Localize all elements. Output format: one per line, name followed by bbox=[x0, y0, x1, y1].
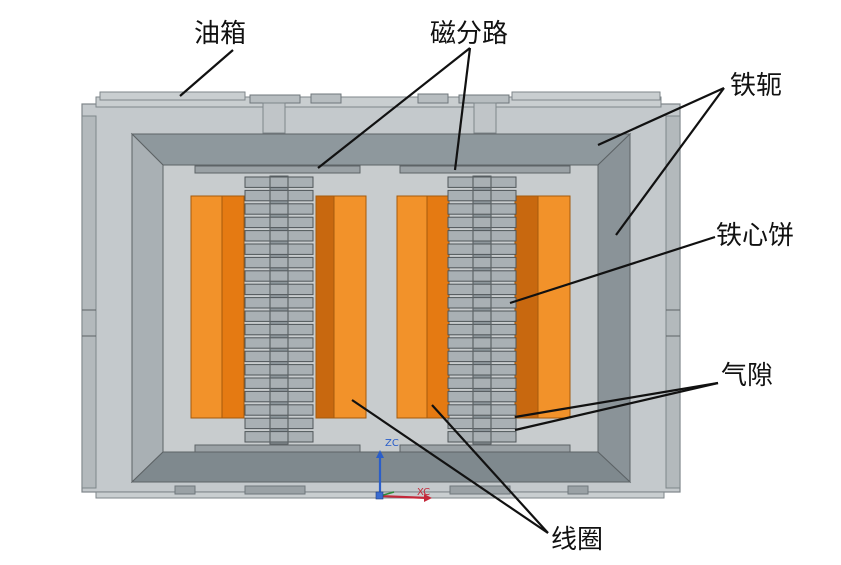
leader-yoke-top bbox=[597, 86, 725, 147]
core-cake bbox=[244, 256, 314, 269]
magnetic-shunt-plates bbox=[194, 165, 571, 453]
core-cake bbox=[244, 350, 314, 363]
core-cake bbox=[244, 297, 314, 309]
leader-lines bbox=[179, 47, 725, 534]
left-core-column bbox=[244, 175, 314, 445]
leader-gap-2 bbox=[514, 381, 719, 432]
core-cake bbox=[244, 176, 314, 188]
label-tank: 油箱 bbox=[194, 19, 246, 49]
core-cake bbox=[447, 270, 517, 282]
core-cake bbox=[447, 310, 517, 322]
core-spine bbox=[472, 175, 492, 445]
core-cake bbox=[447, 256, 517, 269]
core-cake bbox=[447, 243, 517, 255]
core-cake bbox=[447, 323, 517, 336]
core-cake bbox=[244, 390, 314, 403]
core-cake bbox=[447, 230, 517, 242]
label-air-gap: 气隙 bbox=[721, 361, 773, 391]
core-cake bbox=[447, 364, 517, 376]
label-yoke: 铁轭 bbox=[730, 71, 782, 101]
leader-shunt-right bbox=[453, 47, 472, 171]
core-cake bbox=[244, 216, 314, 229]
core-cake bbox=[244, 323, 314, 336]
core-cake bbox=[244, 189, 314, 202]
leader-coil-left bbox=[351, 399, 549, 534]
core-cake bbox=[244, 417, 314, 430]
leader-core-cake bbox=[509, 235, 716, 305]
core-cake bbox=[244, 364, 314, 376]
core-cake bbox=[244, 337, 314, 349]
core-cake bbox=[244, 431, 314, 443]
right-core-column bbox=[447, 175, 517, 445]
core-cake bbox=[447, 350, 517, 363]
core-cake bbox=[244, 310, 314, 322]
core-cake bbox=[244, 270, 314, 282]
core-cake bbox=[447, 377, 517, 389]
core-cake bbox=[447, 337, 517, 349]
core-cake bbox=[447, 176, 517, 188]
core-cake bbox=[244, 243, 314, 255]
yoke-frame bbox=[130, 132, 632, 484]
core-cake bbox=[244, 404, 314, 416]
axis-label-x: XC bbox=[417, 487, 430, 498]
left-coil bbox=[190, 195, 367, 419]
core-cake bbox=[447, 404, 517, 416]
core-cake bbox=[447, 390, 517, 403]
label-core-cake: 铁心饼 bbox=[716, 221, 794, 251]
core-cake bbox=[447, 203, 517, 215]
label-magnetic-shunt: 磁分路 bbox=[430, 19, 508, 49]
leader-gap-1 bbox=[514, 381, 719, 419]
core-cake bbox=[447, 283, 517, 296]
leader-coil-right bbox=[431, 404, 549, 534]
leader-shunt-left bbox=[317, 47, 471, 169]
right-coil bbox=[396, 195, 571, 419]
core-cake bbox=[447, 417, 517, 430]
core-cake bbox=[447, 189, 517, 202]
leader-tank bbox=[179, 49, 234, 97]
axis-label-z: ZC bbox=[385, 438, 399, 449]
axis-triad: ZC XC bbox=[375, 438, 432, 502]
core-spine bbox=[269, 175, 289, 445]
core-cake bbox=[447, 431, 517, 443]
core-cake bbox=[447, 297, 517, 309]
core-cake bbox=[447, 216, 517, 229]
leader-yoke-side bbox=[615, 87, 725, 236]
core-cake bbox=[244, 203, 314, 215]
core-cake bbox=[244, 283, 314, 296]
core-cake bbox=[244, 377, 314, 389]
label-coil: 线圈 bbox=[551, 525, 603, 555]
core-cake bbox=[244, 230, 314, 242]
